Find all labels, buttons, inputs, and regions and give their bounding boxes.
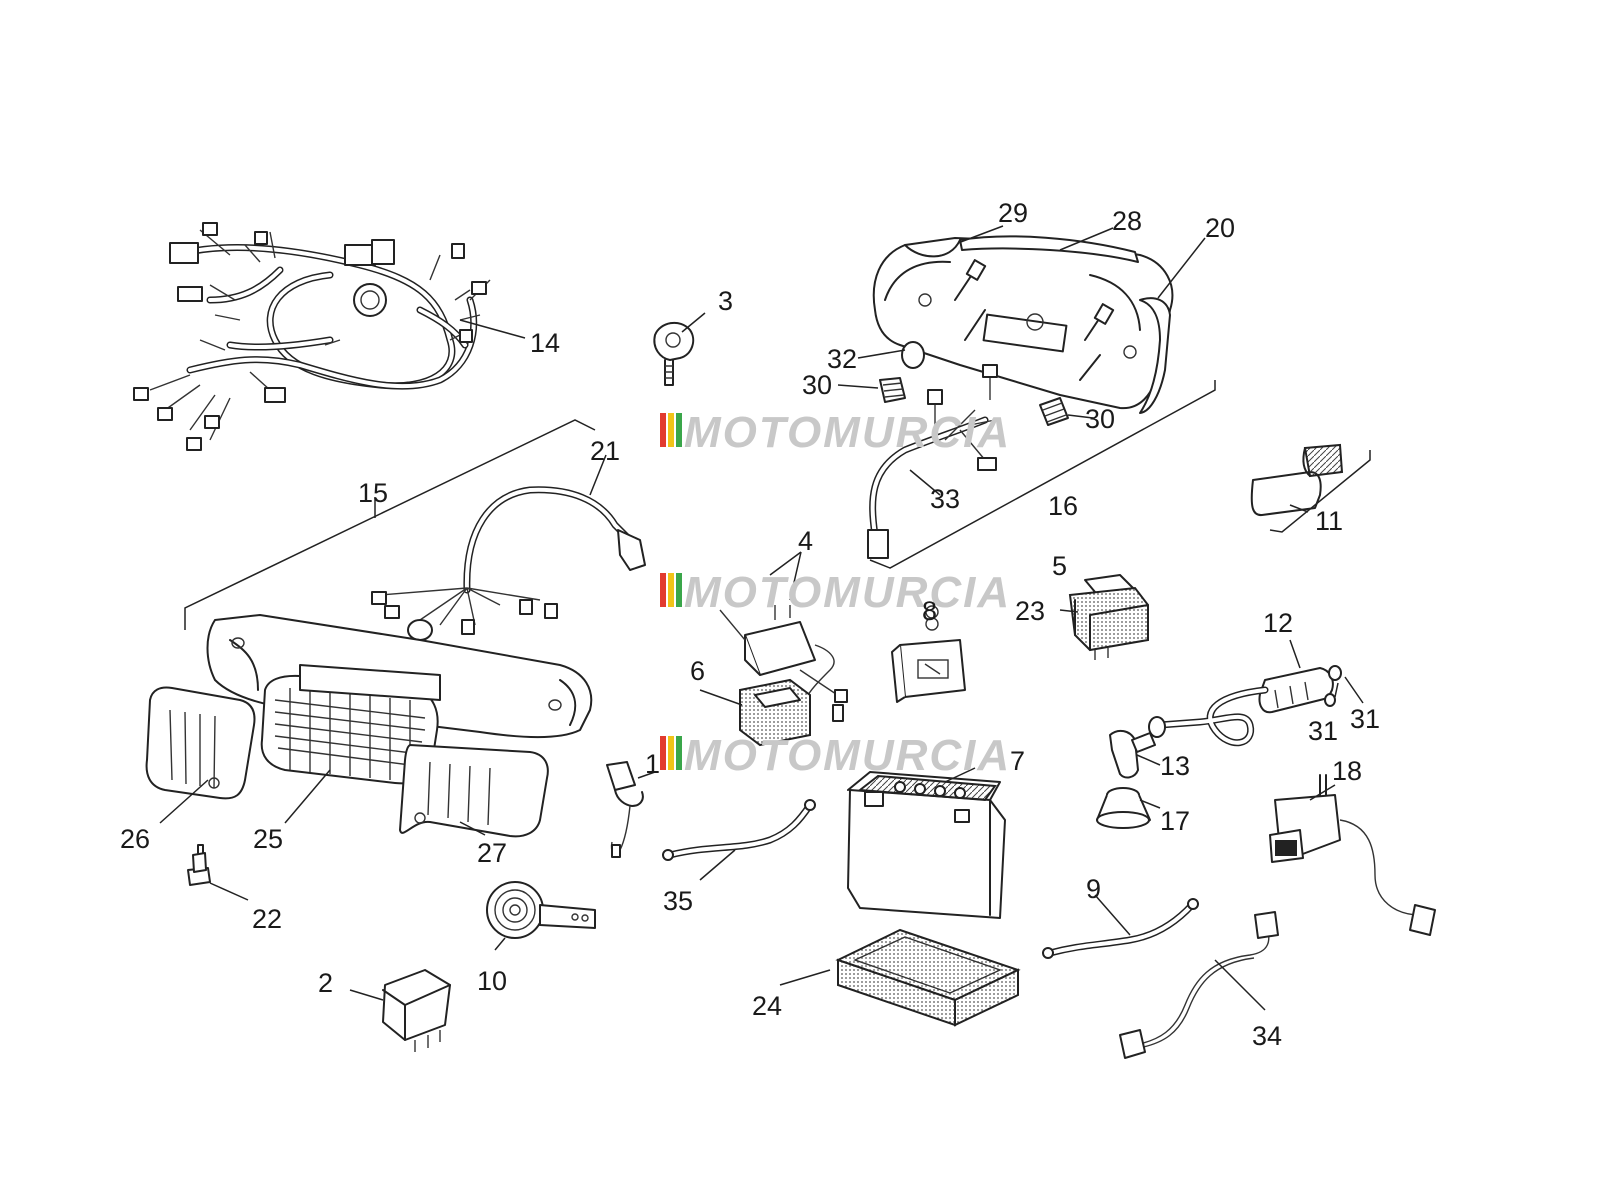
- callout-9: 9: [1086, 874, 1101, 904]
- watermark-instance-2: MOTOMURCIA: [660, 568, 1011, 617]
- callout-33: 33: [930, 484, 960, 514]
- callout-31b: 31: [1350, 704, 1380, 734]
- tail-light-assembly: [872, 235, 1174, 414]
- leader-lines: [159, 225, 1364, 1011]
- watermark: MOTOMURCIA MOTOMURCIA MOTOMURCIA: [660, 408, 1011, 780]
- horn: [486, 881, 596, 939]
- main-wiring-harness: [133, 222, 491, 451]
- callout-34: 34: [1252, 1021, 1282, 1051]
- callout-18: 18: [1332, 756, 1362, 786]
- sensor: [1269, 774, 1436, 936]
- callout-12: 12: [1263, 608, 1293, 638]
- fuse: [187, 844, 211, 886]
- callout-20: 20: [1205, 213, 1235, 243]
- callout-3: 3: [718, 286, 733, 316]
- callout-22: 22: [252, 904, 282, 934]
- callout-26: 26: [120, 824, 150, 854]
- callout-29: 29: [998, 198, 1028, 228]
- relay: [719, 605, 848, 722]
- callout-25: 25: [253, 824, 283, 854]
- spark-plug-cap: [1109, 729, 1156, 779]
- callout-6: 6: [690, 656, 705, 686]
- battery-box: [835, 928, 1021, 1027]
- callout-4: 4: [798, 526, 813, 556]
- watermark-instance-1: MOTOMURCIA: [660, 408, 1011, 457]
- callout-13: 13: [1160, 751, 1190, 781]
- callout-30b: 30: [1085, 404, 1115, 434]
- switch: [1250, 443, 1344, 517]
- spark-plug-boot: [1096, 787, 1151, 829]
- callout-15: 15: [358, 478, 388, 508]
- callout-labels: 3 14 29 28 20 32 30 30 33 16 15 21 11 4 …: [120, 198, 1380, 1051]
- callout-21: 21: [590, 436, 620, 466]
- watermark-text: MOTOMURCIA: [684, 731, 1011, 780]
- cdi-unit: [891, 605, 966, 703]
- callout-31a: 31: [1308, 716, 1338, 746]
- callout-35: 35: [663, 886, 693, 916]
- callout-14: 14: [530, 328, 560, 358]
- group-brackets: [184, 380, 1371, 630]
- callout-24: 24: [752, 991, 782, 1021]
- callout-1: 1: [645, 749, 660, 779]
- callout-30a: 30: [802, 370, 832, 400]
- ignition-coil: [1148, 665, 1342, 747]
- clamp-screw: [653, 321, 695, 386]
- battery-cable: [1042, 898, 1199, 959]
- bulb-sockets: [879, 341, 1069, 426]
- headlight-assembly: [145, 614, 593, 838]
- harness-cable: [1119, 911, 1279, 1059]
- callout-7: 7: [1010, 746, 1025, 776]
- callout-28: 28: [1112, 206, 1142, 236]
- callout-5: 5: [1052, 551, 1067, 581]
- voltage-regulator: [1068, 574, 1149, 660]
- callout-2: 2: [318, 968, 333, 998]
- ground-cable: [662, 799, 816, 861]
- callout-8: 8: [922, 596, 937, 626]
- tail-light-wiring: [867, 364, 998, 559]
- callout-11: 11: [1315, 506, 1343, 536]
- watermark-text: MOTOMURCIA: [684, 568, 1011, 617]
- callout-32: 32: [827, 344, 857, 374]
- relay-holder: [739, 678, 811, 747]
- headlight-wiring: [371, 486, 646, 641]
- callout-27: 27: [477, 838, 507, 868]
- fuse-holder: [606, 761, 644, 858]
- callout-23: 23: [1015, 596, 1045, 626]
- callout-10: 10: [477, 966, 507, 996]
- callout-16: 16: [1048, 491, 1078, 521]
- battery: [847, 771, 1006, 919]
- callout-17: 17: [1160, 806, 1190, 836]
- watermark-instance-3: MOTOMURCIA: [660, 731, 1011, 780]
- flasher-relay: [382, 969, 451, 1052]
- watermark-text: MOTOMURCIA: [684, 408, 1011, 457]
